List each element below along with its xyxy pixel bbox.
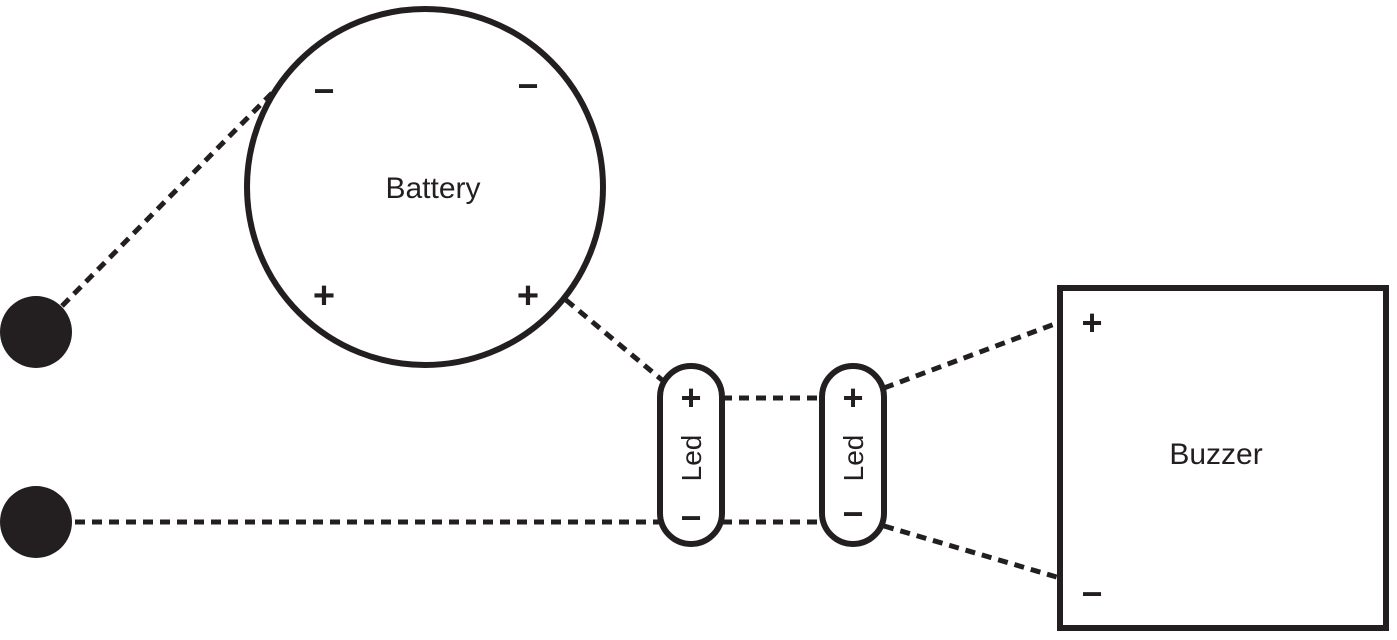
led-1-label: Led xyxy=(676,435,707,482)
buzzer-minus: − xyxy=(1081,573,1102,614)
wire-battery-to-led1-plus xyxy=(564,298,664,382)
led-2-minus: − xyxy=(842,493,863,534)
battery-terminal-minus-left: − xyxy=(313,70,334,111)
switch-contact-bottom xyxy=(0,486,72,558)
battery-label: Battery xyxy=(385,172,480,205)
led-1-plus: + xyxy=(680,377,701,418)
buzzer: + Buzzer − xyxy=(1057,285,1389,631)
led-2-label: Led xyxy=(838,435,869,482)
led-2-body xyxy=(819,363,887,547)
buzzer-body xyxy=(1057,285,1389,631)
wire-led2-plus-to-buzzer-plus xyxy=(883,319,1061,391)
battery-terminal-plus-left: + xyxy=(313,275,335,317)
battery-body xyxy=(244,6,606,368)
battery-terminal-minus-right: − xyxy=(517,65,538,106)
battery-terminal-plus-right: + xyxy=(517,275,539,317)
battery: Battery − − + + xyxy=(244,6,606,368)
wire-switch1-to-battery xyxy=(60,86,279,308)
led-2-plus: + xyxy=(842,377,863,418)
led-1: + Led − xyxy=(657,363,725,547)
buzzer-label: Buzzer xyxy=(1169,438,1262,471)
led-2: + Led − xyxy=(819,363,887,547)
led-1-body xyxy=(657,363,725,547)
led-1-minus: − xyxy=(680,497,701,538)
switch-contact-top xyxy=(0,296,72,368)
buzzer-plus: + xyxy=(1081,302,1102,343)
wire-led2-minus-to-buzzer-minus xyxy=(883,523,1061,581)
